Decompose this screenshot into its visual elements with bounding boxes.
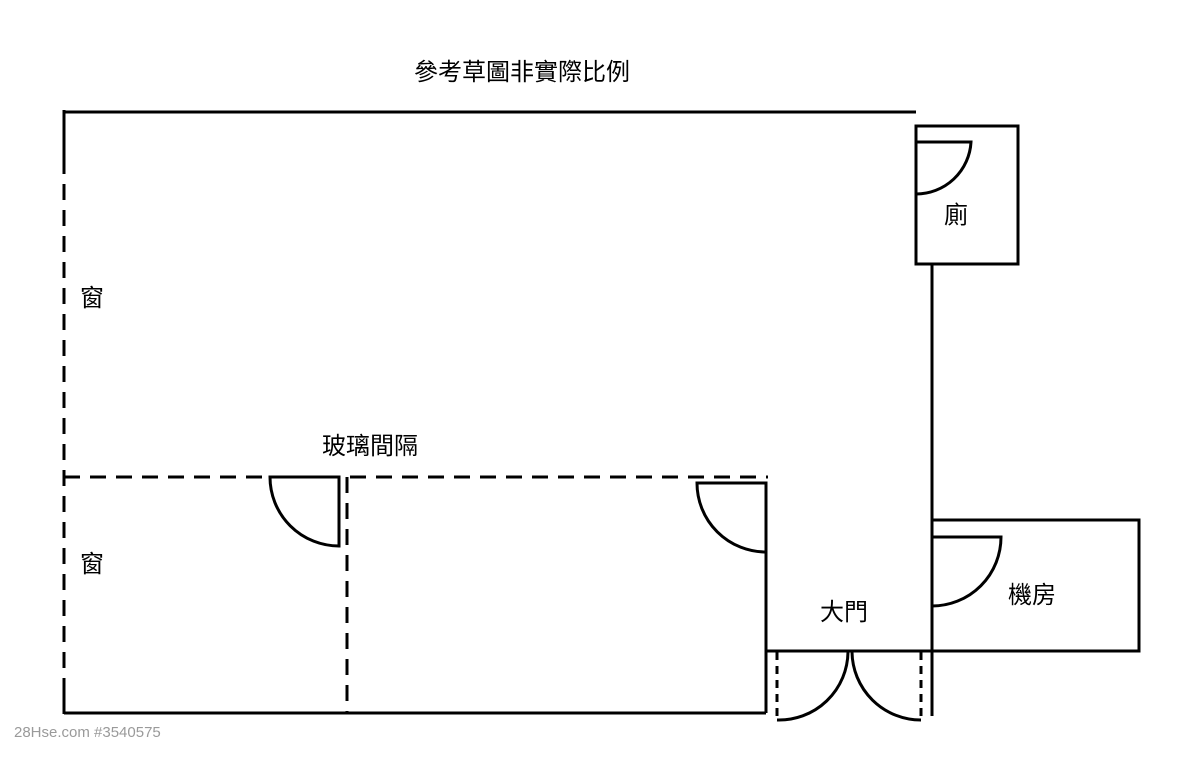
window-label-lower: 窗 [80,550,104,578]
watermark: 28Hse.com #3540575 [14,724,161,741]
machine-room-walls [932,518,1141,653]
main-door-frame-dashed [775,652,923,720]
office-door-2-swing [695,481,768,554]
toilet-door-swing [915,140,973,196]
toilet-label: 廁 [944,201,968,229]
main-door-left-leaf [776,651,850,722]
machine-room-door-swing [931,535,1003,608]
office-door-1-swing [268,475,341,548]
glass-partition-label: 玻璃間隔 [322,432,418,460]
main-door-label: 大門 [820,598,868,626]
toilet-room [914,124,1020,266]
window-label-upper: 窗 [80,284,104,312]
main-door-right-leaf [850,651,922,722]
machine-room-label: 機房 [1008,581,1056,609]
drawing-title: 參考草圖非實際比例 [414,58,630,86]
